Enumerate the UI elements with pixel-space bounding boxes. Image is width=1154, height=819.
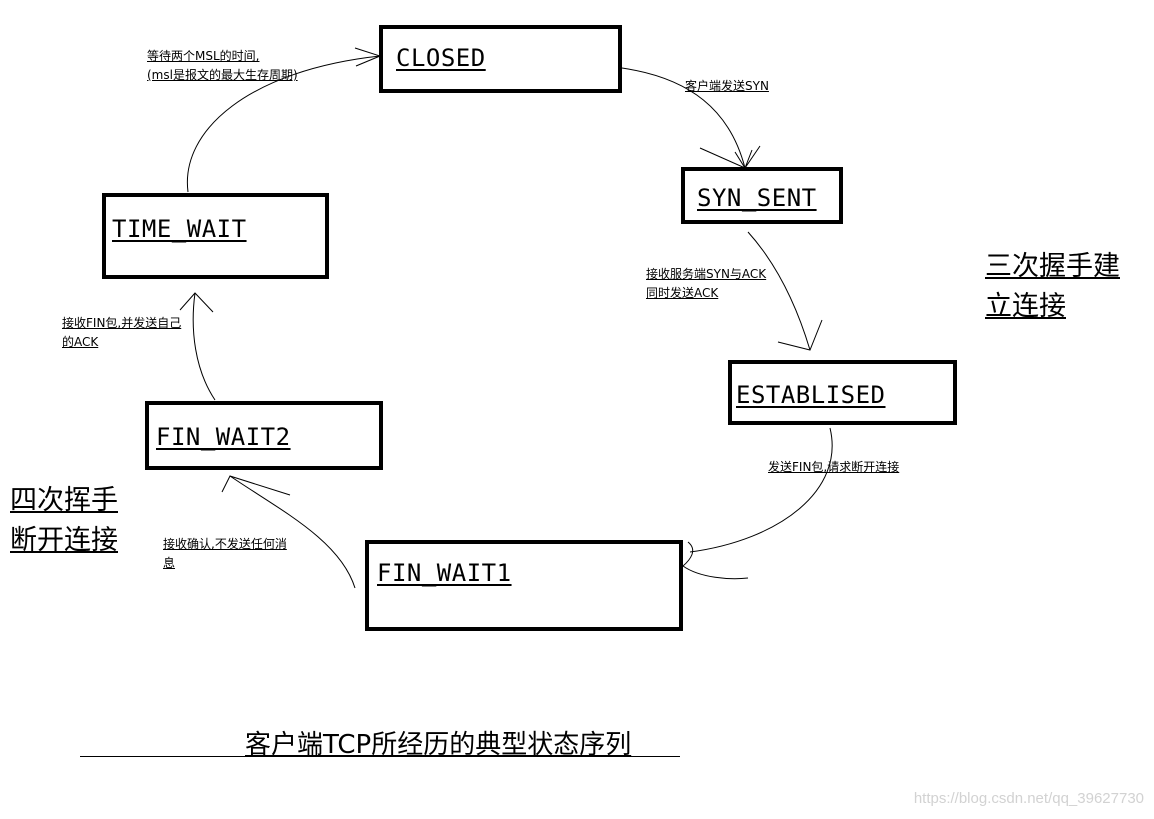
note-closed-to-syn-sent: 客户端发送SYN <box>685 77 769 96</box>
note-established-to-fin-wait1: 发送FIN包,请求断开连接 <box>768 458 899 477</box>
handshake-label-line2: 立连接 <box>985 291 1066 322</box>
arrow-fin-wait2-to-time-wait <box>192 292 216 401</box>
note-fin-wait2-to-time-wait: 接收FIN包,并发送自己 的ACK <box>62 314 181 352</box>
state-fin-wait2: FIN_WAIT2 <box>145 401 383 470</box>
note-fin-wait1-line1: 接收确认,不发送任何消 <box>163 537 287 551</box>
watermark: https://blog.csdn.net/qq_39627730 <box>913 790 1144 807</box>
note-closed-to-syn-sent-text: 客户端发送SYN <box>685 79 769 93</box>
arrowhead-established-to-fin-wait1 <box>682 541 749 580</box>
handshake-label-line1: 三次握手建 <box>985 251 1120 282</box>
note-syn-sent-line2: 同时发送ACK <box>646 286 719 300</box>
teardown-label-line2: 断开连接 <box>10 525 118 556</box>
arrowhead-fin-wait1-to-fin-wait2 <box>221 475 291 496</box>
state-closed: CLOSED <box>379 25 622 93</box>
arrow-time-wait-to-closed <box>186 55 381 193</box>
diagram-caption: 客户端TCP所经历的典型状态序列 <box>245 730 632 760</box>
arrow-fin-wait1-to-fin-wait2 <box>229 475 356 589</box>
arrow-established-to-fin-wait1 <box>689 427 833 553</box>
state-time-wait-label: TIME_WAIT <box>112 215 247 243</box>
note-fin-wait2-line1: 接收FIN包,并发送自己 <box>62 316 182 330</box>
state-fin-wait1: FIN_WAIT1 <box>365 540 683 631</box>
arrowhead-syn-sent-to-established <box>777 319 823 351</box>
arrow-syn-sent-to-established <box>747 231 811 351</box>
note-established-text: 发送FIN包,请求断开连接 <box>768 460 900 474</box>
state-syn-sent-label: SYN_SENT <box>697 184 817 212</box>
state-time-wait: TIME_WAIT <box>102 193 329 279</box>
handshake-label: 三次握手建 立连接 <box>985 247 1120 327</box>
note-syn-sent-line1: 接收服务端SYN与ACK <box>646 267 767 281</box>
note-time-wait-to-closed: 等待两个MSL的时间, (msl是报文的最大生存周期) <box>147 47 298 85</box>
arrowhead-closed-to-syn-sent <box>699 145 761 170</box>
state-syn-sent: SYN_SENT <box>681 167 843 224</box>
state-established-label: ESTABLISED <box>736 381 886 409</box>
note-fin-wait1-line2: 息 <box>163 556 176 570</box>
caption-underline <box>80 756 680 757</box>
state-fin-wait1-label: FIN_WAIT1 <box>377 559 512 587</box>
note-time-wait-line2: (msl是报文的最大生存周期) <box>147 68 298 82</box>
teardown-label-line1: 四次挥手 <box>10 485 118 516</box>
arrowhead-fin-wait2-to-time-wait <box>179 292 214 313</box>
teardown-label: 四次挥手 断开连接 <box>10 481 118 561</box>
arrow-closed-to-syn-sent <box>621 67 746 169</box>
note-syn-sent-to-established: 接收服务端SYN与ACK 同时发送ACK <box>646 265 766 303</box>
note-fin-wait2-line2: 的ACK <box>62 335 99 349</box>
note-fin-wait1-to-fin-wait2: 接收确认,不发送任何消 息 <box>163 535 287 573</box>
state-fin-wait2-label: FIN_WAIT2 <box>156 423 291 451</box>
note-time-wait-line1: 等待两个MSL的时间, <box>147 49 260 63</box>
state-closed-label: CLOSED <box>396 44 486 72</box>
state-established: ESTABLISED <box>728 360 957 425</box>
